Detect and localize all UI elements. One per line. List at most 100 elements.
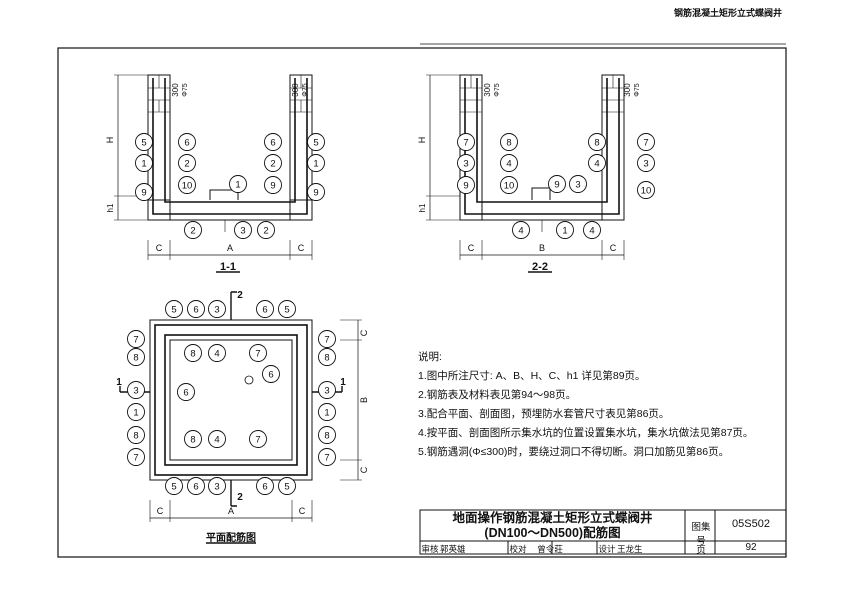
- sec2-callout-inner-left-0-circle: [500, 133, 518, 151]
- sec2-callout-inner-right-1-circle: [588, 154, 606, 172]
- sec1-callout-right-1: 1: [313, 159, 318, 170]
- check-label: 校对: [509, 544, 527, 554]
- sec1-callout-right-2: 9: [313, 188, 318, 199]
- sec1-callout-inner-right-1: 2: [270, 159, 275, 170]
- sec1-callout-left-2-circle: [135, 183, 153, 201]
- plan-inner-bottom-0: 8: [190, 435, 195, 446]
- sec2-callout-center-0-circle: [548, 175, 566, 193]
- sec2-callout-inner-left-0: 8: [506, 138, 511, 149]
- sec2-callout-left-0-circle: [457, 133, 475, 151]
- checker-name: 曾令莊: [537, 544, 563, 554]
- rebar-outer: [154, 324, 308, 476]
- plan-view: [119, 291, 362, 544]
- plan-bottom-0: 5: [171, 482, 176, 493]
- sec1-dim-dia-right: Φ75: [302, 83, 309, 96]
- sec2-dim-dia-right: Φ75: [634, 83, 641, 96]
- sec1-callout-inner-right-2: 9: [270, 181, 275, 192]
- plan-right-0-circle: [318, 330, 336, 348]
- sec2-callout-center-1-circle: [569, 175, 587, 193]
- sec1-callout-inner-right-0: 6: [270, 138, 275, 149]
- plan-inner-top-1-circle: [208, 344, 226, 362]
- sec2-dim-h: H: [417, 137, 427, 144]
- sec2-dim-width: B: [539, 243, 545, 253]
- plan-inner-mid-0-circle: [177, 383, 195, 401]
- sec2-callout-bottom-2-circle: [583, 221, 601, 239]
- pipe-hole: [244, 375, 254, 385]
- sec1-label: 1-1: [220, 261, 236, 273]
- sec1-callout-right-1-circle: [307, 154, 325, 172]
- sec1-callout-inner-left-1-circle: [178, 154, 196, 172]
- sec1-callout-right-0-circle: [307, 133, 325, 151]
- plan-inner-mid-1: 6: [268, 370, 273, 381]
- sec2-callout-right-2-circle: [637, 181, 655, 199]
- notes-block: 说明: 1.图中所注尺寸: A、B、H、C、h1 详见第89页。 2.钢筋表及材…: [418, 348, 753, 462]
- review-label: 审核: [421, 544, 439, 554]
- atlas-label: 图集号: [691, 522, 711, 547]
- sec2-callout-center-0: 9: [554, 180, 559, 191]
- plan-top-0: 5: [171, 305, 176, 316]
- sec1-callout-inner-left-2-circle: [178, 176, 196, 194]
- sec1-callout-left-0: 5: [141, 138, 146, 149]
- plan-right-1: 8: [324, 353, 329, 364]
- plan-left-3: 1: [133, 408, 138, 419]
- plan-right-3: 1: [324, 408, 329, 419]
- sec1-dim-dia-left: Φ75: [182, 83, 189, 96]
- plan-inner-bottom-0-circle: [184, 430, 202, 448]
- plan-left-4: 8: [133, 431, 138, 442]
- plan-label: 平面配筋图: [206, 531, 256, 544]
- sec1-callout-inner-left-0-circle: [178, 133, 196, 151]
- sec2-dim-c-right: C: [610, 243, 617, 253]
- plan-left-1-circle: [127, 348, 145, 366]
- plan-dim-b: B: [359, 397, 369, 403]
- sec2-callout-center-1: 3: [575, 180, 580, 191]
- plan-top-2: 3: [214, 305, 219, 316]
- notes-heading: 说明:: [418, 351, 442, 363]
- plan-left-2: 3: [133, 386, 138, 397]
- sec1-dim-h: H: [105, 137, 115, 144]
- sec1-dim-c-left: C: [156, 243, 163, 253]
- plan-dim-c-right: C: [299, 506, 306, 516]
- plan-inner-top-2: 7: [255, 349, 260, 360]
- plan-cut-2-top: 2: [237, 290, 243, 301]
- plan-bottom-3: 6: [262, 482, 267, 493]
- plan-inner-top-2-circle: [249, 344, 267, 362]
- sec2-dim-top-right: 300: [623, 83, 632, 97]
- sec2-callout-bottom-0-circle: [512, 221, 530, 239]
- sec2-callout-left-2: 9: [463, 181, 468, 192]
- plan-right-3-circle: [318, 403, 336, 421]
- note-item-3: 3.配合平面、剖面图，预埋防水套管尺寸表见第86页。: [418, 408, 670, 420]
- title-line-1: 地面操作钢筋混凝土矩形立式蝶阀井: [452, 511, 653, 525]
- sec1-callout-bottom-0: 2: [190, 226, 195, 237]
- base-slab: [148, 199, 313, 221]
- sec2-callout-inner-left-2-circle: [500, 176, 518, 194]
- sump: [209, 189, 239, 200]
- sec2-callout-inner-right-0: 8: [594, 138, 599, 149]
- sec1-callout-left-0-circle: [135, 133, 153, 151]
- sec2-callout-inner-left-1-circle: [500, 154, 518, 172]
- plan-left-5: 7: [133, 453, 138, 464]
- plan-top-4: 5: [284, 305, 289, 316]
- plan-right-5: 7: [324, 453, 329, 464]
- sec2-callout-inner-left-2: 10: [504, 181, 515, 192]
- sec2-callout-inner-right-1: 4: [594, 159, 599, 170]
- plan-left-0: 7: [133, 335, 138, 346]
- title-block: 地面操作钢筋混凝土矩形立式蝶阀井 (DN100～DN500)配筋图 图集号 05…: [420, 510, 784, 556]
- plan-right-4-circle: [318, 426, 336, 444]
- sec1-callout-inner-right-1-circle: [264, 154, 282, 172]
- sec2-callout-bottom-2: 4: [589, 226, 594, 237]
- right-wall: [601, 74, 625, 221]
- page-number: 92: [745, 542, 757, 553]
- sec2-callout-right-0-circle: [637, 133, 655, 151]
- plan-top-1: 6: [193, 305, 198, 316]
- plan-top-3-circle: [256, 300, 274, 318]
- sec1-callout-inner-left-2: 10: [182, 181, 193, 192]
- sec1-callout-inner-right-2-circle: [264, 176, 282, 194]
- cap-right: [602, 75, 624, 113]
- plan-right-4: 8: [324, 431, 329, 442]
- sec1-callout-inner-right-0-circle: [264, 133, 282, 151]
- sec1-callout-left-1: 1: [141, 159, 146, 170]
- sec1-callout-right-0: 5: [313, 138, 318, 149]
- plan-left-1: 8: [133, 353, 138, 364]
- plan-right-2-circle: [318, 381, 336, 399]
